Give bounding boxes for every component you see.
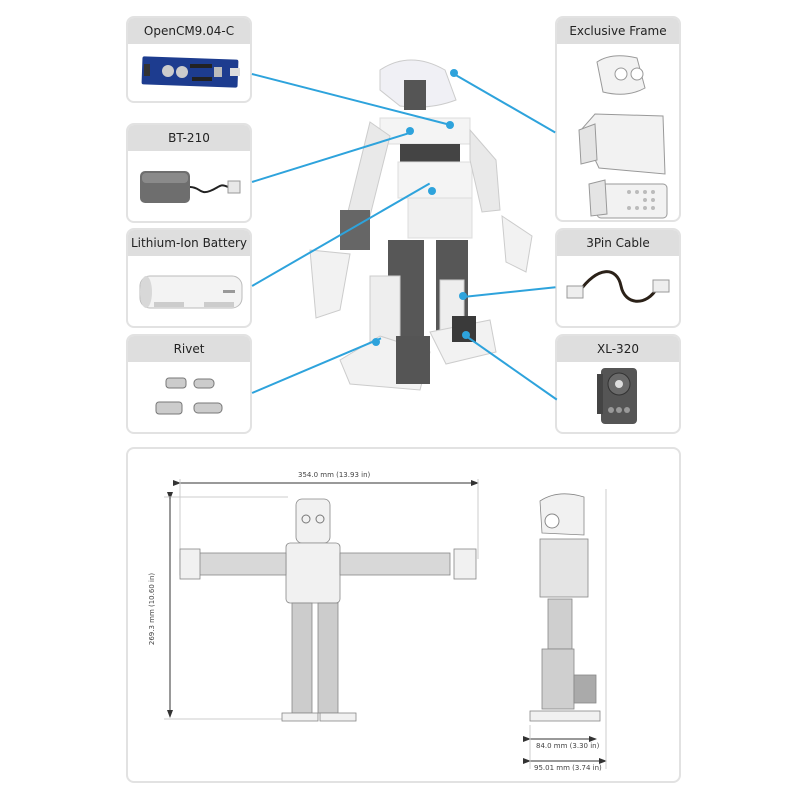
depth-dimension-label: 84.0 mm (3.30 in) [536,742,600,750]
width-dimension-label: 354.0 mm (13.93 in) [298,471,371,479]
depth-total-dimension-label: 95.01 mm (3.74 in) [534,764,602,772]
card-frame: Exclusive Frame [555,16,681,222]
card-opencm: OpenCM9.04-C [126,16,252,103]
dimension-drawing [164,479,607,769]
robot-photo [270,40,550,410]
card-title: Exclusive Frame [557,18,679,44]
card-title: BT-210 [128,125,250,151]
battery-icon [139,275,243,309]
card-servo: XL-320 [555,334,681,434]
card-title: OpenCM9.04-C [128,18,250,44]
bluetooth-module-icon [140,171,241,203]
card-cable: 3Pin Cable [555,228,681,328]
humanoid-robot-icon [309,59,533,391]
cable-icon [566,270,670,303]
card-battery: Lithium-Ion Battery [126,228,252,328]
card-title: Rivet [128,336,250,362]
height-dimension-label: 269.3 mm (10.60 in) [148,572,157,646]
dimensions-panel: 354.0 mm (13.93 in) 269.3 mm (10.60 in) … [126,447,681,783]
frame-parts-icon [578,55,668,219]
card-bt210: BT-210 [126,123,252,223]
controller-board-icon [141,56,240,88]
card-title: Lithium-Ion Battery [128,230,250,256]
card-title: XL-320 [557,336,679,362]
rivet-icon [155,377,223,415]
servo-motor-icon [597,368,637,424]
card-rivet: Rivet [126,334,252,434]
card-title: 3Pin Cable [557,230,679,256]
